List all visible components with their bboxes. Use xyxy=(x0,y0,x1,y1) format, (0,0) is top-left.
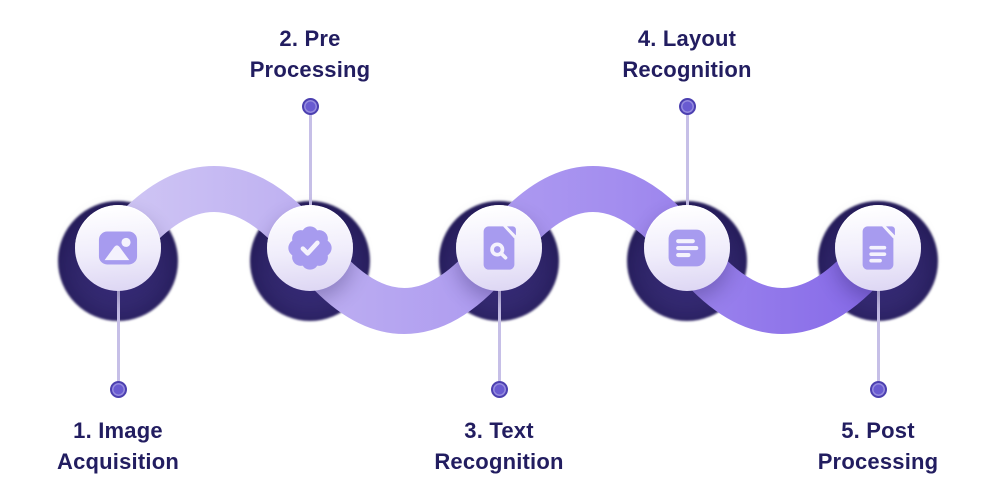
ribbon-path xyxy=(99,166,897,334)
